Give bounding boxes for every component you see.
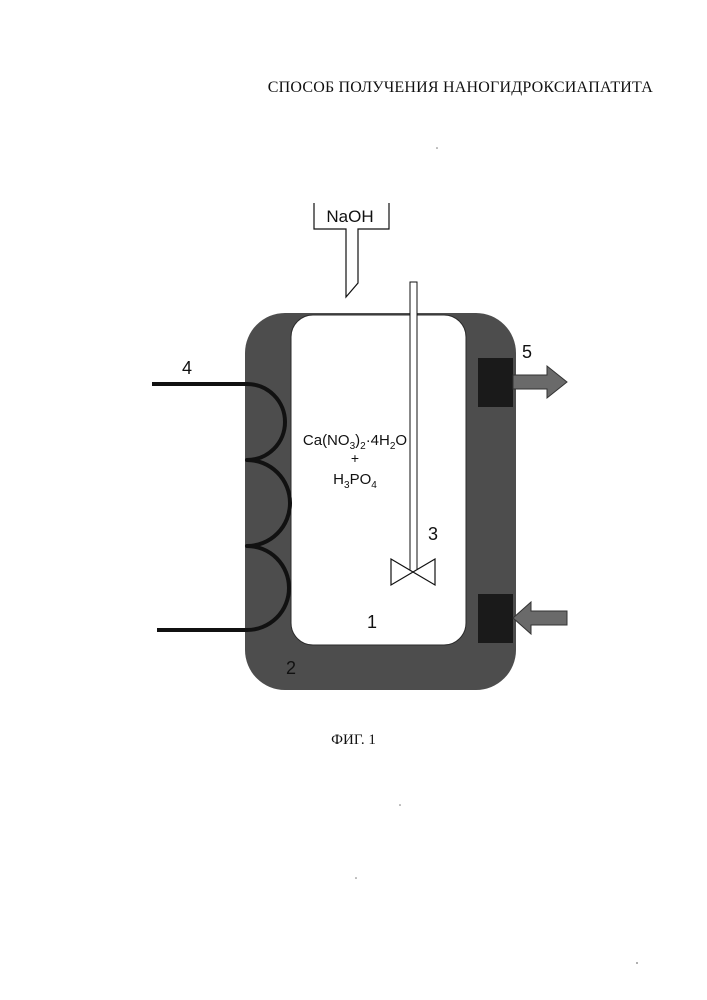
outlet-arrow xyxy=(513,366,567,398)
label-reactor: 1 xyxy=(367,612,377,632)
naoh-funnel: NaOH xyxy=(314,203,389,297)
label-stirrer: 3 xyxy=(428,524,438,544)
scan-speck xyxy=(636,962,638,964)
scan-speck xyxy=(355,877,357,879)
coolant-inlet-port xyxy=(478,594,513,643)
formula-plus: + xyxy=(351,450,359,466)
figure-caption: ФИГ. 1 xyxy=(0,732,707,749)
inlet-arrow xyxy=(513,602,567,634)
reactor-chamber xyxy=(291,315,466,645)
coolant-outlet-port xyxy=(478,358,513,407)
label-jacket: 2 xyxy=(286,658,296,678)
label-coolant: 5 xyxy=(522,342,532,362)
naoh-label: NaOH xyxy=(326,207,373,226)
scan-speck xyxy=(399,804,401,806)
label-heater: 4 xyxy=(182,358,192,378)
scan-speck xyxy=(436,147,438,149)
stirrer-shaft xyxy=(410,282,417,572)
